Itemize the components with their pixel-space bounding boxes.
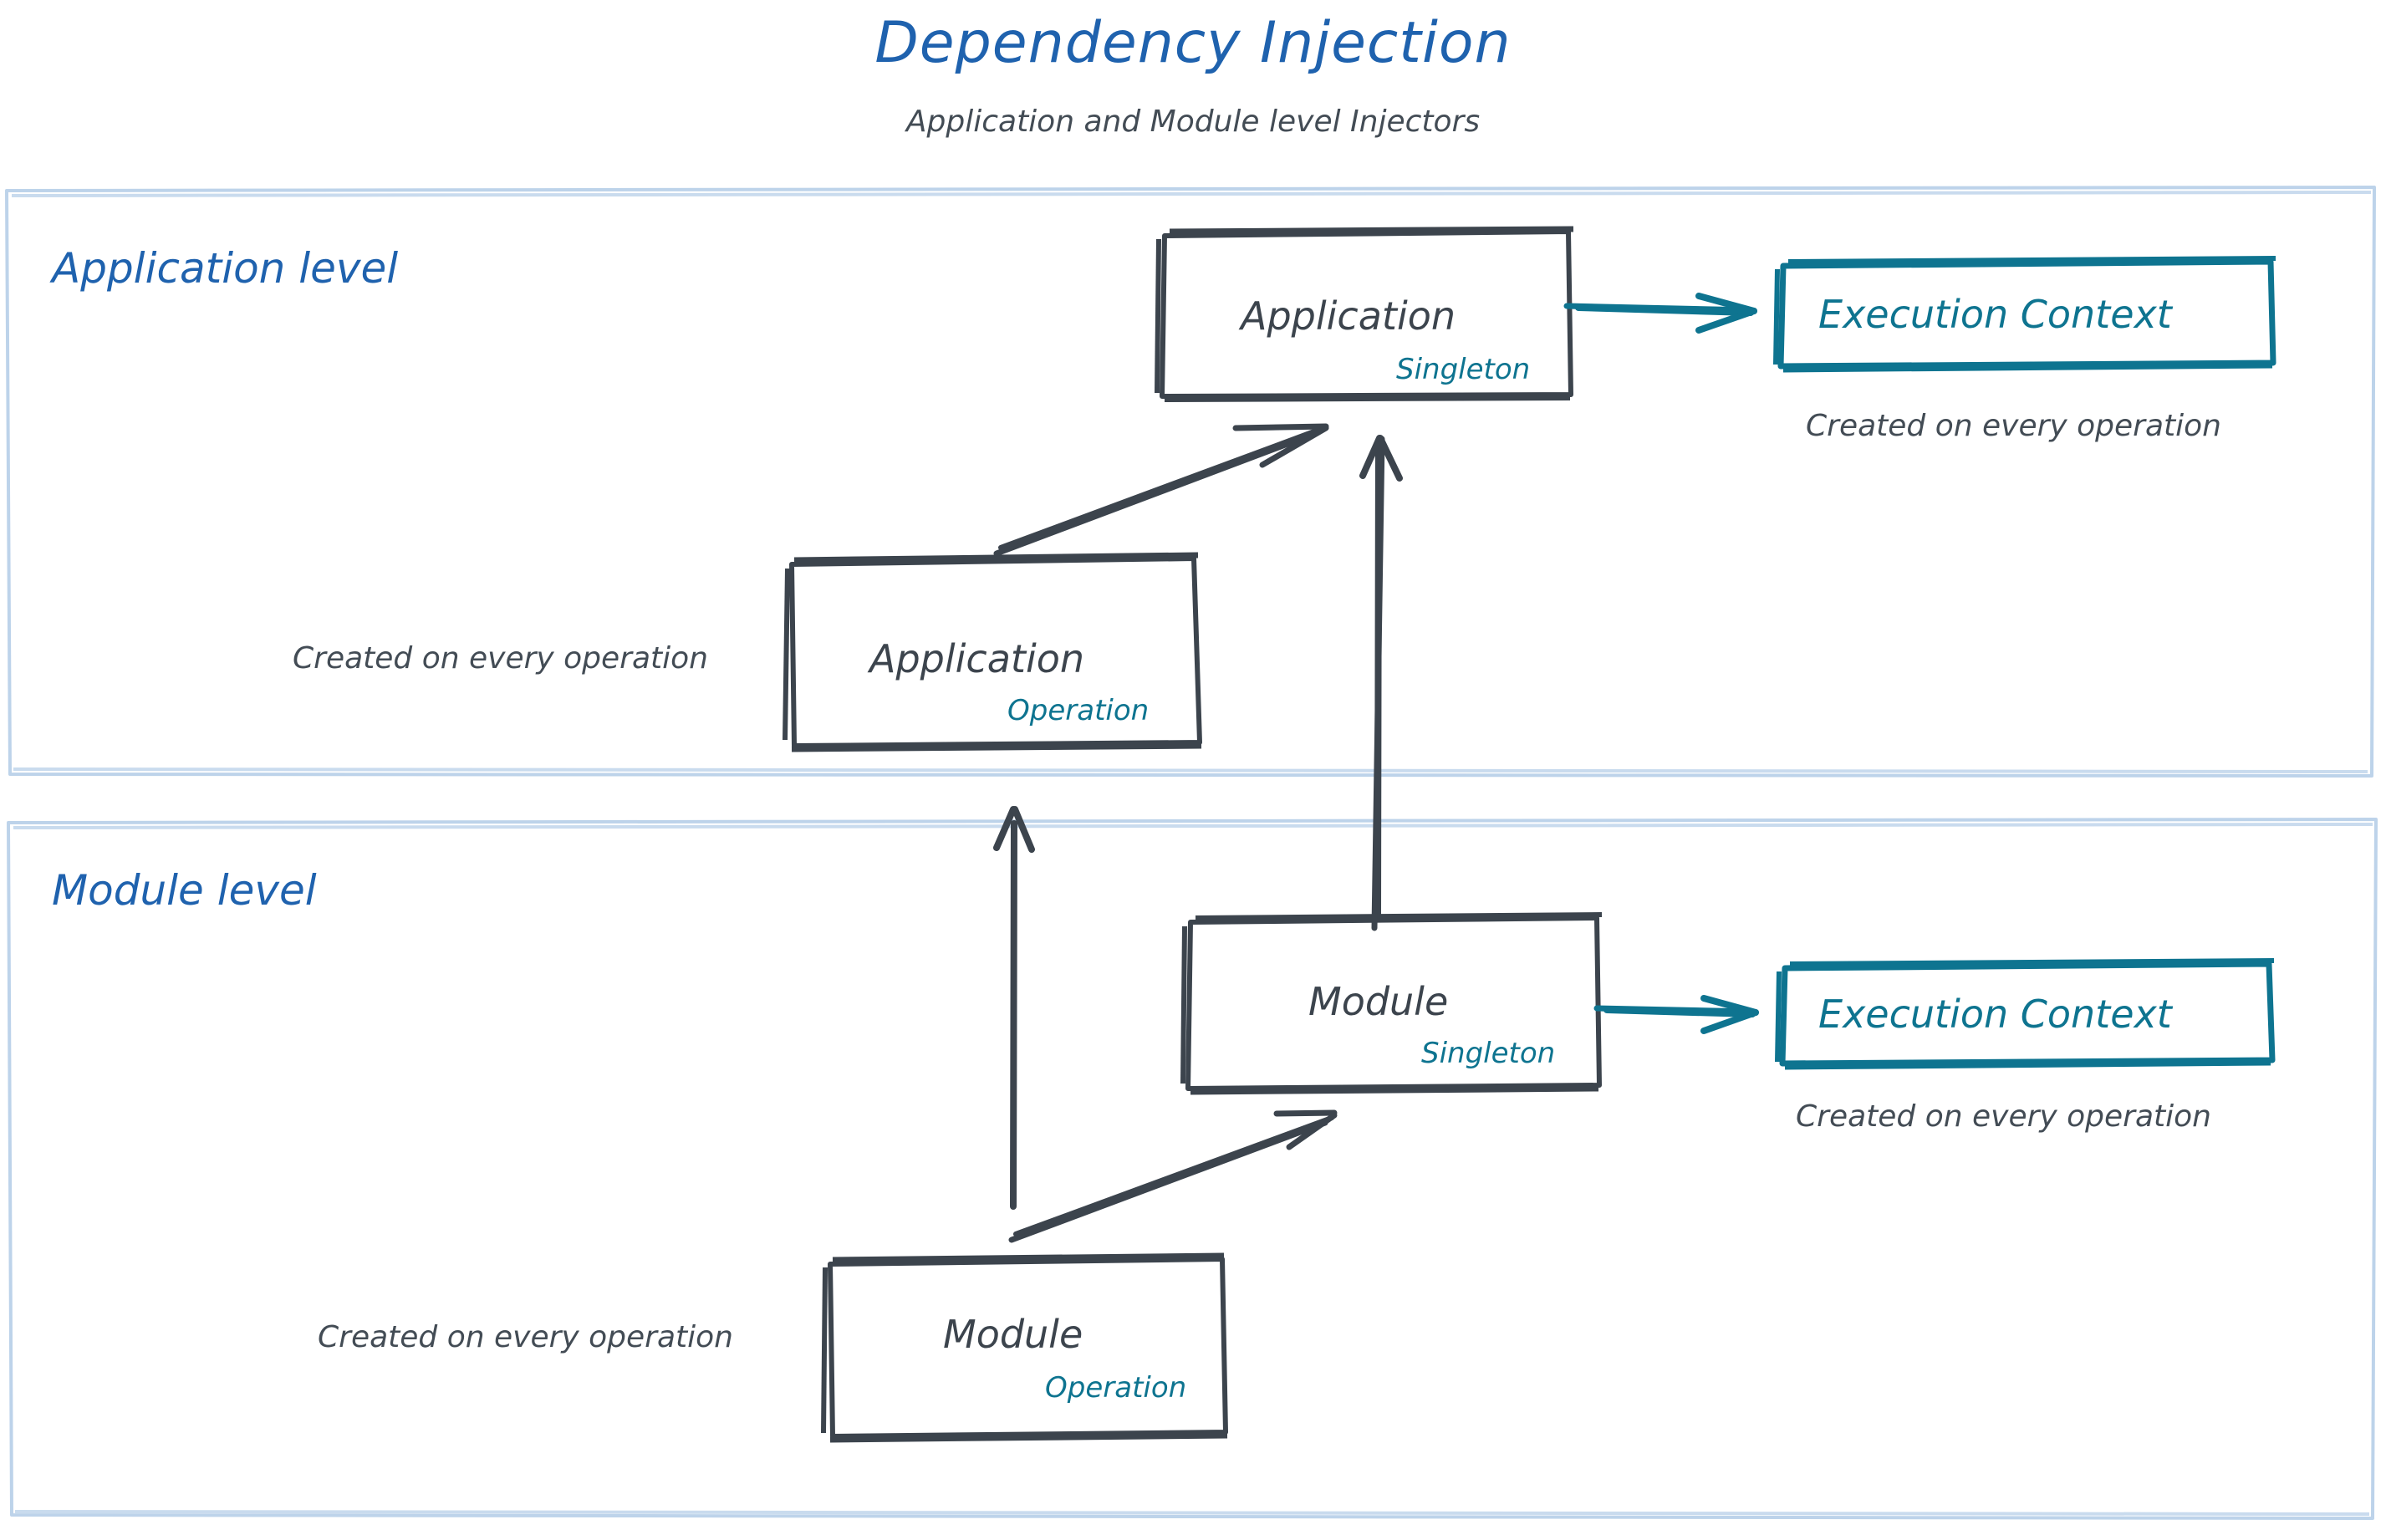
edge-app-op-arrowhead-lower — [1259, 425, 1329, 468]
lane-application-border-overstroke-bottom — [13, 767, 2368, 773]
node-application-singleton-box-overstroke-bottom — [1164, 395, 1571, 402]
node-application-operation[interactable] — [783, 552, 1202, 752]
node-module-operation-box-overstroke-top — [832, 1252, 1225, 1263]
lane-application-border — [5, 186, 2376, 778]
node-application-operation-box — [789, 556, 1202, 748]
node-application-singleton-box — [1160, 229, 1573, 399]
edge-vertical-left-arrowhead-left — [993, 806, 1017, 851]
execution-context-application-box-overstroke-left — [1773, 268, 1780, 365]
edge-mod-op-arrowhead-lower — [1286, 1112, 1338, 1150]
node-module-singleton-box-overstroke-left — [1180, 926, 1187, 1084]
edge-ctx-mod-arrowhead-upper — [1700, 995, 1759, 1016]
edge-app-operation-to-app-singleton — [993, 423, 1329, 557]
node-application-operation-box-overstroke-left — [783, 568, 790, 741]
node-execution-context-application[interactable] — [1773, 256, 2276, 373]
edge-ctx-app-arrowhead-upper — [1695, 293, 1757, 314]
execution-context-module-box-overstroke-left — [1775, 971, 1782, 1063]
edge-ctx-app-arrowhead-lower — [1695, 308, 1757, 334]
node-module-singleton-box-overstroke-top — [1195, 912, 1603, 920]
execution-context-module-box — [1779, 961, 2276, 1067]
edge-vertical-right-arrowhead-left — [1359, 435, 1383, 479]
edge-module-operation-to-app-operation — [993, 806, 1035, 1210]
lane-application-border-overstroke-top — [11, 191, 2372, 197]
execution-context-application-box-overstroke-top — [1787, 256, 2276, 264]
edge-mod-op-arrowhead-upper — [1273, 1109, 1338, 1117]
lane-module-border-overstroke-bottom — [14, 1510, 2370, 1516]
node-application-operation-box-overstroke-top — [793, 552, 1199, 563]
node-application-singleton-box-overstroke-left — [1155, 238, 1161, 394]
execution-context-module-box-overstroke-top — [1789, 958, 2275, 966]
execution-context-module-box-overstroke-bottom — [1784, 1059, 2271, 1070]
edge-mod-op-line-b — [1013, 1115, 1334, 1237]
node-module-operation[interactable] — [821, 1252, 1228, 1443]
node-module-singleton-box — [1185, 915, 1602, 1091]
node-application-singleton-box-overstroke-top — [1169, 226, 1574, 235]
node-execution-context-module[interactable] — [1775, 958, 2276, 1070]
edge-app-op-line-b — [998, 426, 1323, 550]
edge-mod-op-line-a — [1008, 1119, 1328, 1243]
node-module-operation-box — [828, 1257, 1228, 1439]
edge-ctx-app-line-b — [1563, 303, 1753, 314]
edge-ctx-mod-arrowhead-lower — [1700, 1009, 1759, 1034]
node-application-singleton[interactable] — [1155, 226, 1574, 402]
lane-module-level — [7, 818, 2378, 1520]
lane-module-border-overstroke-top — [13, 823, 2373, 829]
edge-module-singleton-to-execution-context — [1593, 995, 1759, 1034]
node-module-operation-box-overstroke-left — [821, 1267, 828, 1434]
edge-module-operation-to-module-singleton — [1008, 1109, 1338, 1243]
edge-vertical-left-arrowhead-right — [1012, 806, 1035, 853]
lane-module-border — [7, 818, 2378, 1520]
edge-app-op-arrowhead-upper — [1232, 423, 1329, 431]
node-module-operation-box-overstroke-bottom — [829, 1432, 1228, 1443]
edge-vertical-left-line — [1010, 820, 1017, 1210]
execution-context-application-box-overstroke-bottom — [1782, 362, 2273, 373]
lane-application-level — [5, 186, 2376, 778]
edge-vertical-right-arrowhead-right — [1377, 435, 1403, 482]
node-module-singleton[interactable] — [1180, 912, 1603, 1095]
node-application-operation-box-overstroke-bottom — [791, 742, 1202, 752]
edge-ctx-mod-line-b — [1593, 1005, 1755, 1015]
node-module-singleton-box-overstroke-bottom — [1190, 1085, 1599, 1095]
edge-module-singleton-to-app-singleton — [1359, 435, 1403, 931]
execution-context-application-box — [1777, 258, 2276, 370]
edge-app-op-line-a — [993, 431, 1318, 557]
edge-app-singleton-to-execution-context — [1563, 293, 1757, 334]
edge-vertical-right-line-b — [1371, 436, 1385, 931]
